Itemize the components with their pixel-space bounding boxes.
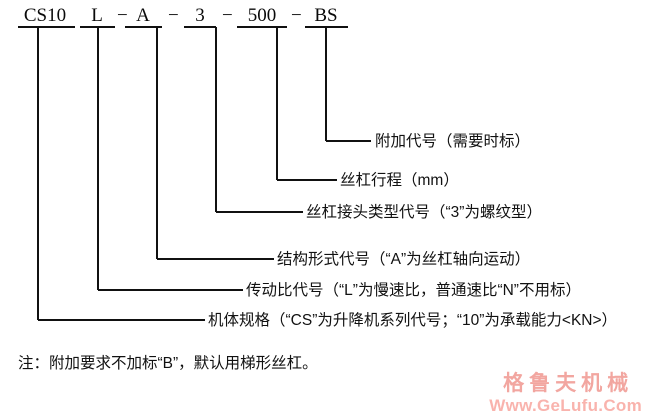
code-separator: − (222, 5, 233, 26)
code-token: L (91, 5, 103, 26)
callout-label-screw-joint-type: 丝杠接头类型代号（“3”为螺纹型） (306, 204, 542, 221)
callout-label-body-spec: 机体规格（“CS”为升降机系列代号；“10”为承载能力<KN>） (208, 312, 618, 329)
code-token: 3 (195, 5, 205, 26)
callout-label-screw-stroke: 丝杠行程（mm） (340, 172, 459, 189)
callout-label-gear-ratio-code: 传动比代号（“L”为慢速比，普通速比“N”不用标） (246, 282, 581, 299)
leader-line-group (36, 27, 371, 322)
note-text: 注：附加要求不加标“B”，默认用梯形丝杠。 (18, 355, 318, 372)
code-token: CS10 (23, 5, 67, 26)
callout-label-additional-code: 附加代号（需要时标） (375, 133, 531, 150)
code-token: 500 (247, 5, 277, 26)
code-token: A (136, 5, 150, 26)
code-separator: − (168, 5, 179, 26)
callout-label-structure-form-code: 结构形式代号（“A”为丝杠轴向运动） (277, 251, 531, 268)
code-token: BS (314, 5, 338, 26)
code-separator: − (291, 5, 302, 26)
code-separator: − (117, 5, 128, 26)
